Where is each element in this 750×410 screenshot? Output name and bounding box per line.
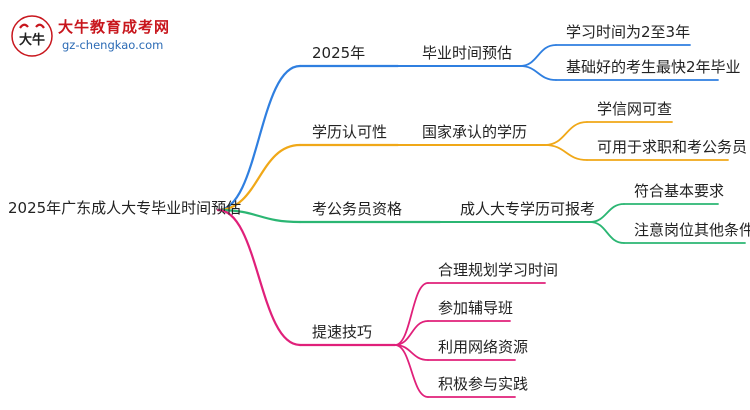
leaf-connector <box>544 144 588 161</box>
sub-node[interactable]: 成人大专学历可报考 <box>460 200 596 218</box>
sub-node[interactable]: 毕业时间预估 <box>422 44 513 62</box>
svg-text:大牛: 大牛 <box>19 32 45 48</box>
branch-connector <box>216 64 302 212</box>
sub-node[interactable]: 国家承认的学历 <box>422 123 528 141</box>
branch-connector <box>216 143 302 212</box>
bull-logo-icon: 大牛 <box>11 15 53 57</box>
leaf-node[interactable]: 合理规划学习时间 <box>438 261 559 279</box>
leaf-connector <box>589 221 625 244</box>
branch-connector <box>216 208 302 224</box>
leaf-connector <box>394 282 429 346</box>
leaf-node[interactable]: 学信网可查 <box>597 100 673 118</box>
leaf-node[interactable]: 积极参与实践 <box>438 375 529 393</box>
branch-node[interactable]: 学历认可性 <box>312 123 388 141</box>
leaf-node[interactable]: 参加辅导班 <box>438 299 514 317</box>
branch-node[interactable]: 提速技巧 <box>312 323 373 341</box>
leaf-node[interactable]: 注意岗位其他条件 <box>634 221 750 239</box>
leaf-connector <box>589 203 625 223</box>
branch-node[interactable]: 考公务员资格 <box>312 200 403 218</box>
leaf-connector <box>544 121 588 146</box>
leaf-node[interactable]: 利用网络资源 <box>438 338 529 356</box>
leaf-connector <box>394 320 429 346</box>
leaf-connector <box>519 65 557 81</box>
logo-brand-name: 大牛教育成考网 <box>58 18 171 36</box>
leaf-node[interactable]: 可用于求职和考公务员 <box>597 138 748 156</box>
root-node[interactable]: 2025年广东成人大专毕业时间预估 <box>8 199 242 217</box>
branch-node[interactable]: 2025年 <box>312 44 366 62</box>
branch-connector <box>216 208 302 347</box>
leaf-node[interactable]: 学习时间为2至3年 <box>566 23 691 41</box>
leaf-connector <box>394 344 429 398</box>
logo-url[interactable]: gz-chengkao.com <box>62 38 164 52</box>
site-logo[interactable]: 大牛 大牛教育成考网 gz-chengkao.com <box>10 14 200 58</box>
leaf-node[interactable]: 基础好的考生最快2年毕业 <box>566 58 741 76</box>
leaf-node[interactable]: 符合基本要求 <box>634 182 725 200</box>
leaf-connector <box>519 44 557 67</box>
